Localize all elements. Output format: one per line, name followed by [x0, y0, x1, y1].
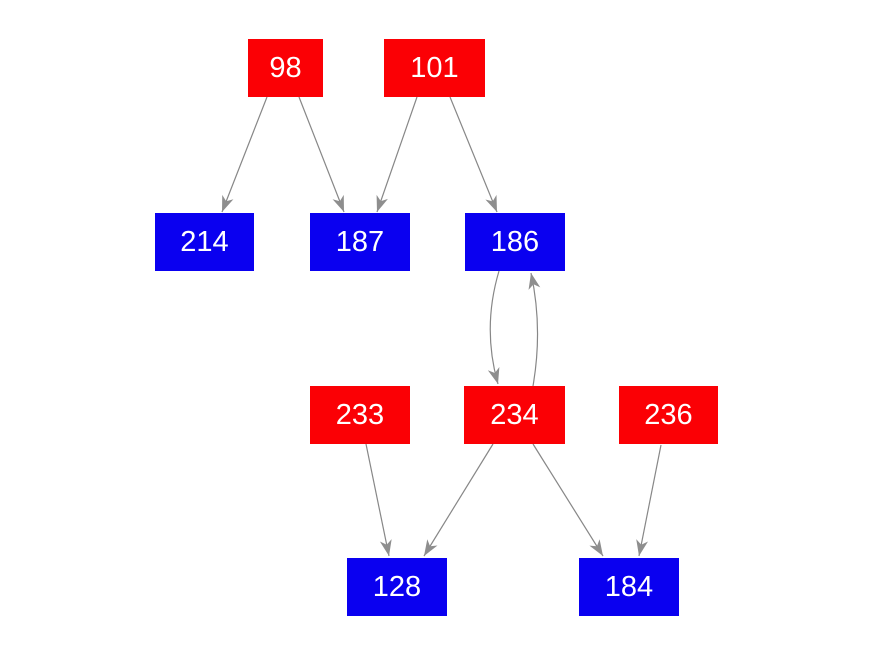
node-label: 214 [180, 225, 229, 258]
edge-101-to-187 [376, 96, 418, 213]
node-label: 186 [490, 225, 540, 258]
edge-101-to-186 [449, 96, 498, 213]
node-label: 236 [644, 398, 693, 431]
edge-236-to-184 [636, 444, 662, 557]
node-label: 128 [372, 570, 422, 603]
graph-node-233: 233 [310, 386, 410, 444]
graph-node-101: 101 [384, 39, 485, 97]
graph-node-186: 186 [465, 213, 565, 271]
edge-186-to-234 [487, 270, 500, 385]
graph-node-187: 187 [310, 213, 410, 271]
graph-node-214: 214 [155, 213, 254, 271]
graph-node-184: 184 [579, 558, 679, 616]
edge-98-to-214 [221, 96, 268, 213]
graph-node-234: 234 [464, 386, 565, 444]
node-label: 184 [604, 570, 654, 603]
edge-group [221, 96, 662, 557]
edge-234-to-184 [532, 443, 604, 557]
edge-234-to-128 [423, 443, 494, 557]
edge-233-to-128 [365, 443, 392, 557]
node-label: 101 [410, 51, 459, 84]
node-label: 233 [335, 398, 385, 431]
edge-98-to-187 [298, 96, 345, 213]
graph-node-236: 236 [619, 386, 718, 444]
node-label: 98 [269, 51, 302, 84]
node-label: 234 [490, 398, 539, 431]
node-label: 187 [335, 225, 385, 258]
graph-node-128: 128 [347, 558, 447, 616]
edge-234-to-186 [528, 272, 541, 387]
graph-node-98: 98 [248, 39, 323, 97]
